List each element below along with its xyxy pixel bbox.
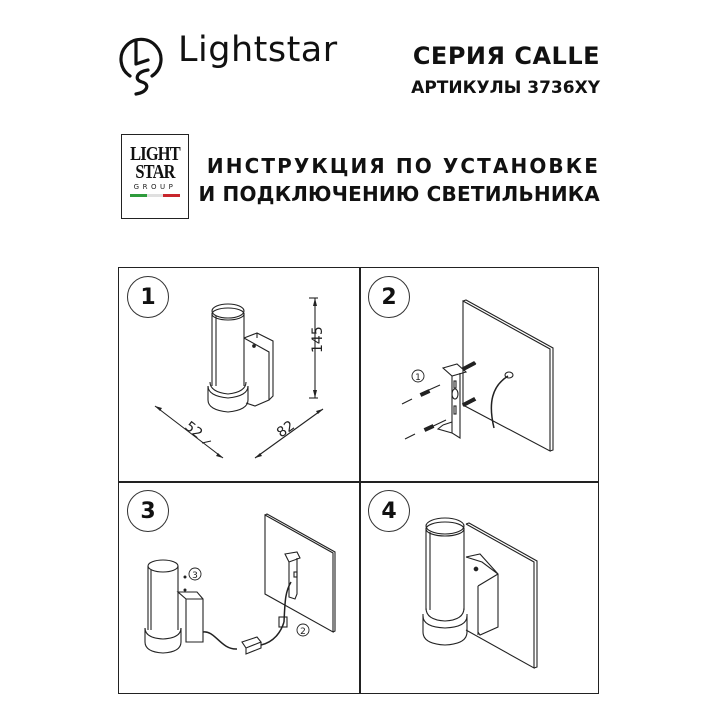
instructions-title: ИНСТРУКЦИЯ ПО УСТАНОВКЕ И ПОДКЛЮЧЕНИЮ СВ… (198, 152, 600, 208)
step-3-panel: 3 (119, 482, 359, 695)
step-4-number: 4 (368, 490, 410, 532)
instructions-line1: ИНСТРУКЦИЯ ПО УСТАНОВКЕ (206, 154, 600, 178)
grid-divider-horizontal (119, 481, 598, 483)
italian-flag-stripe (130, 194, 181, 197)
step-2-number: 2 (368, 276, 410, 318)
step-1-dimensions-drawing: 145 52 82 (154, 297, 326, 459)
brand-name: Lightstar (178, 30, 338, 70)
step-3-wiring-drawing: 3 2 (144, 513, 336, 655)
step-4-panel: 4 (360, 482, 600, 695)
step-3-callout-screw: 3 (192, 571, 198, 581)
step-2-callout: 1 (415, 373, 421, 383)
group-logo-line2: STAR (135, 161, 175, 183)
step-4-mounted-lamp-drawing (422, 517, 538, 669)
grid-divider-vertical (359, 268, 361, 693)
depth-dimension: 52 (182, 419, 206, 443)
lightstar-bulb-logo-icon (119, 37, 163, 96)
group-logo-line3: GROUP (133, 183, 177, 191)
lightstar-group-logo: LIGHT STAR GROUP (121, 134, 189, 219)
series-title: СЕРИЯ CALLE (412, 42, 600, 70)
step-3-callout-connector: 2 (300, 627, 306, 637)
step-3-number: 3 (127, 490, 169, 532)
step-2-panel: 2 (360, 268, 600, 481)
step-1-number: 1 (127, 276, 169, 318)
instructions-line2: И ПОДКЛЮЧЕНИЮ СВЕТИЛЬНИКА (198, 182, 600, 206)
step-1-panel: 1 (119, 268, 359, 481)
group-logo-line1: LIGHT (130, 143, 180, 165)
height-dimension: 145 (310, 326, 326, 353)
width-dimension: 82 (274, 418, 298, 441)
article-numbers: АРТИКУЛЫ 3736XY (411, 78, 600, 98)
step-2-wall-mounting-drawing: 1 (401, 299, 554, 452)
steps-grid: 1 (118, 267, 599, 694)
